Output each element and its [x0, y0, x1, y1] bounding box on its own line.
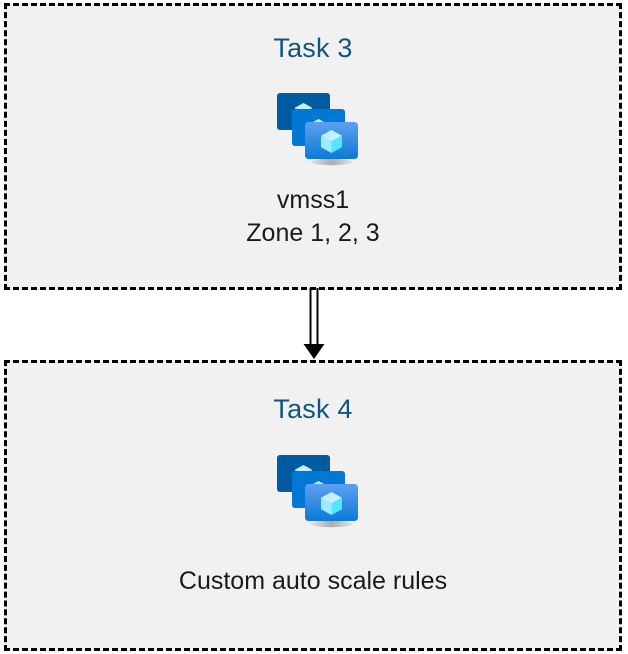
task-node-2[interactable]: Task 4: [4, 360, 622, 651]
task-node-2-caption: Custom auto scale rules: [178, 567, 448, 595]
virtual-machine-scale-set-icon: [261, 441, 365, 529]
task-node-1-title: Task 3: [273, 33, 353, 63]
task-node-1-caption: vmss1 Zone 1, 2, 3: [246, 186, 380, 247]
virtual-machine-scale-set-icon: [261, 79, 365, 167]
task-node-2-title: Task 4: [273, 394, 353, 424]
task-node-1[interactable]: Task 3: [4, 3, 622, 290]
connector-arrow-task3-to-task4: [303, 288, 325, 360]
